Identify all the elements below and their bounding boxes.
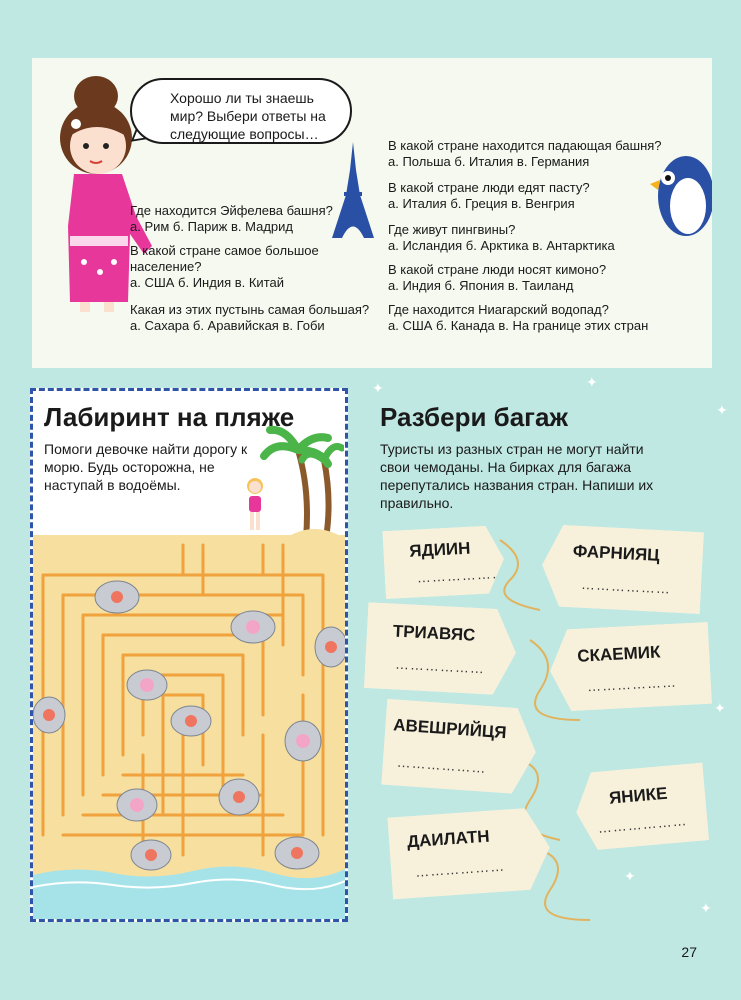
star-icon: ✦ <box>586 374 598 390</box>
luggage-tag-4: СКАЕМИК ……………… <box>548 622 712 712</box>
star-icon: ✦ <box>372 380 384 396</box>
luggage-tag-5: АВЕШРИЙЦЯ ……………… <box>381 699 539 795</box>
luggage-tag-3: ТРИАВЯС ……………… <box>364 602 518 696</box>
quiz-question-right-5: Где находится Ниагарский водопад? а. США… <box>388 302 649 333</box>
star-icon: ✦ <box>716 402 728 418</box>
star-icon: ✦ <box>624 868 636 884</box>
quiz-question-left-3: Какая из этих пустынь самая большая? а. … <box>130 302 370 333</box>
quiz-question-right-2: В какой стране люди едят пасту? а. Итали… <box>388 180 590 211</box>
quiz-question-right-1: В какой стране находится падающая башня?… <box>388 138 662 169</box>
maze-instructions: Помоги девочке найти дорогу к морю. Будь… <box>44 441 248 493</box>
speech-bubble-text: Хорошо ли ты знаешь мир? Выбери ответы н… <box>170 90 326 142</box>
quiz-question-left-2: В какой стране самое большое население? … <box>130 243 319 290</box>
kimono-girl-illustration <box>60 76 152 312</box>
page-number: 27 <box>681 944 697 960</box>
luggage-tag-6: ЯНИКЕ ……………… <box>573 762 709 851</box>
beach-maze[interactable] <box>33 535 345 919</box>
girl-swimsuit-icon <box>247 478 263 530</box>
luggage-tag-2: ФАРНИЯЦ ……………… <box>540 524 704 614</box>
palm-trees-illustration <box>260 425 344 539</box>
maze-title: Лабиринт на пляже <box>44 402 295 432</box>
speech-bubble: Хорошо ли ты знаешь мир? Выбери ответы н… <box>130 78 352 144</box>
eiffel-tower-icon <box>332 142 374 238</box>
luggage-instructions: Туристы из разных стран не могут найти с… <box>380 441 654 511</box>
luggage-tag-7: ДАИЛАТН ……………… <box>387 807 552 900</box>
quiz-question-left-1: Где находится Эйфелева башня? а. Рим б. … <box>130 203 333 234</box>
quiz-question-right-4: В какой стране люди носят кимоно? а. Инд… <box>388 262 607 293</box>
quiz-question-right-3: Где живут пингвины? а. Исландия б. Аркти… <box>388 222 615 253</box>
penguin-icon <box>650 156 712 236</box>
star-icon: ✦ <box>714 700 726 716</box>
luggage-tag-1: ЯДИИН ……………… <box>382 525 505 599</box>
star-icon: ✦ <box>700 900 712 916</box>
luggage-title: Разбери багаж <box>380 402 568 432</box>
